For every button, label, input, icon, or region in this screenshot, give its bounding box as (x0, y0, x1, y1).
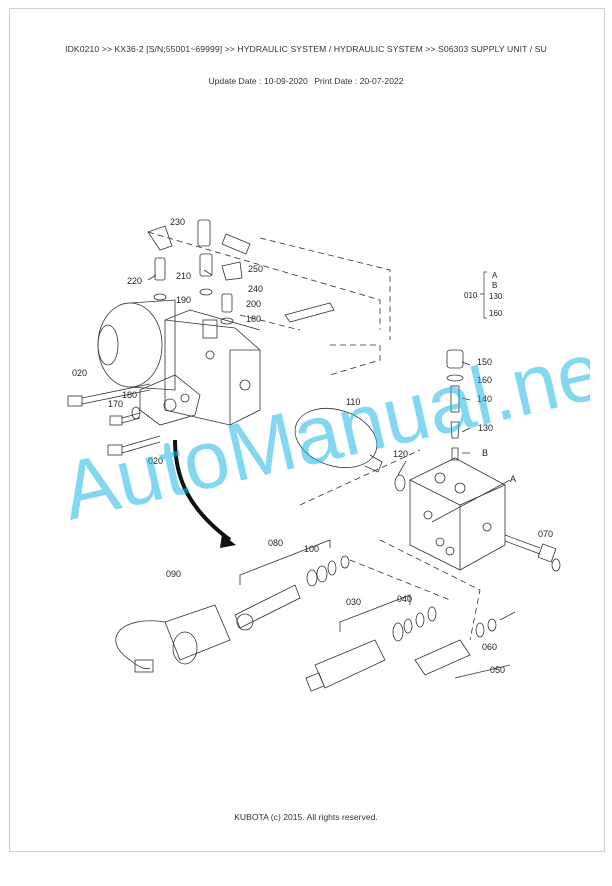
callout-230: 230 (170, 217, 185, 227)
callout-090: 090 (166, 569, 181, 579)
legend-item-160: 160 (489, 309, 503, 318)
pump-assembly (97, 299, 261, 426)
frame-outline (147, 231, 481, 641)
callout-140: 140 (477, 394, 492, 404)
leader-lines (147, 269, 511, 679)
callout-250: 250 (248, 264, 263, 274)
relief-valve-030 (305, 606, 437, 692)
callout-080: 080 (268, 538, 283, 548)
callout-180-top: 180 (246, 314, 261, 324)
copyright-footer: KUBOTA (c) 2015. All rights reserved. (234, 812, 378, 822)
page-frame (9, 8, 605, 852)
callout-180-left: 180 (122, 390, 137, 400)
kit-legend: 010 A B 130 160 (464, 271, 503, 319)
callout-160: 160 (477, 375, 492, 385)
legend-item-130: 130 (489, 292, 503, 301)
fitting-070 (504, 534, 561, 572)
update-date: Update Date : 10-09-2020 (208, 76, 308, 86)
print-date: Print Date : 20-07-2022 (314, 76, 404, 86)
spool-assembly (234, 555, 350, 631)
fittings-top (147, 219, 335, 325)
callout-050: 050 (490, 665, 505, 675)
callout-210: 210 (176, 271, 191, 281)
callout-120: 120 (393, 449, 408, 459)
callout-130: 130 (478, 423, 493, 433)
callout-060: 060 (482, 642, 497, 652)
bolts-left (67, 383, 161, 456)
legend-item-a: A (492, 271, 498, 280)
callout-190: 190 (176, 295, 191, 305)
relief-valve-050 (414, 611, 516, 676)
callout-070: 070 (538, 529, 553, 539)
accumulator (294, 407, 406, 492)
callout-B: B (482, 448, 488, 458)
legend-item-b: B (492, 281, 497, 290)
callout-030: 030 (346, 597, 361, 607)
solenoid-coil (115, 604, 231, 673)
cartridge-stack (446, 349, 464, 461)
callout-200: 200 (246, 299, 261, 309)
legend-root: 010 (464, 291, 478, 300)
breadcrumb: IDK0210 >> KX36-2 [S/N;55001~69999] >> H… (65, 44, 547, 54)
valve-block (409, 457, 506, 571)
callout-220: 220 (127, 276, 142, 286)
callout-150: 150 (477, 357, 492, 367)
callout-100: 100 (304, 544, 319, 554)
assembly-arrow (173, 439, 232, 542)
callout-040: 040 (397, 594, 412, 604)
arrow-head-icon (220, 534, 236, 548)
callout-020-bottom: 020 (148, 456, 163, 466)
callout-240: 240 (248, 284, 263, 294)
callout-A: A (510, 474, 516, 484)
callout-020-top: 020 (72, 368, 87, 378)
callout-110: 110 (346, 397, 360, 407)
date-line: Update Date : 10-09-2020 Print Date : 20… (0, 76, 612, 86)
callout-170: 170 (108, 399, 123, 409)
